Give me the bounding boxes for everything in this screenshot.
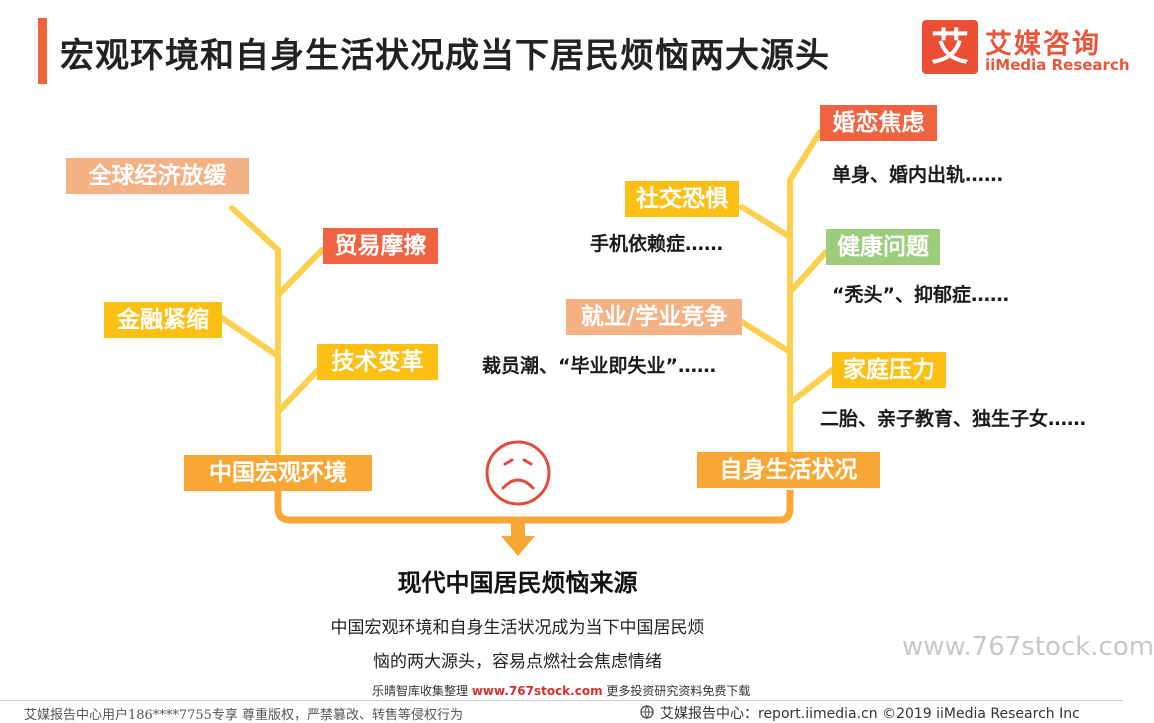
tag-marriage-anxiety: 婚恋焦虑 xyxy=(820,105,937,141)
watermark-note-prefix: 乐晴智库收集整理 xyxy=(372,684,469,698)
footer-divider xyxy=(0,700,1123,701)
title-accent-bar xyxy=(38,18,47,84)
tree-diagram-lines xyxy=(219,129,835,556)
logo-text-cn: 艾媒咨询 xyxy=(985,29,1101,60)
left-branch-tech-line xyxy=(275,367,321,415)
page-title: 宏观环境和自身生活状况成当下居民烦恼两大源头 xyxy=(60,36,830,76)
desc-marriage: 单身、婚内出轨…… xyxy=(832,164,1004,186)
right-branch-family-line xyxy=(787,367,835,406)
root-china-macro: 中国宏观环境 xyxy=(184,455,372,491)
tag-health: 健康问题 xyxy=(826,229,940,265)
right-branch-health-line xyxy=(787,249,829,295)
footer-source: 艾媒报告中心：report.iimedia.cn ©2019 iiMedia R… xyxy=(660,706,1080,722)
left-trunk-line xyxy=(229,205,281,455)
globe-icon xyxy=(640,705,654,719)
watermark-note: 乐晴智库收集整理 www.767stock.com 更多投资研究资料免费下载 xyxy=(372,682,750,699)
tag-tech-change: 技术变革 xyxy=(317,344,438,380)
watermark-note-site: www.767stock.com xyxy=(471,684,603,698)
right-branch-career-line xyxy=(739,319,793,355)
result-text-line1: 中国宏观环境和自身生活状况成为当下中国居民烦 xyxy=(330,618,705,638)
left-branch-trade-line xyxy=(275,247,325,298)
watermark-site: www.767stock.com xyxy=(902,632,1154,662)
left-branch-finance-line xyxy=(219,315,281,359)
tag-career-competition: 就业/学业竞争 xyxy=(566,299,742,335)
desc-career: 裁员潮、“毕业即失业”…… xyxy=(482,355,716,377)
arrow-shaft xyxy=(511,520,525,536)
tag-financial-tightening: 金融紧缩 xyxy=(104,302,222,338)
desc-family: 二胎、亲子教育、独生子女…… xyxy=(820,408,1087,430)
down-arrow-icon xyxy=(501,536,535,556)
merge-bracket xyxy=(274,490,794,524)
iimedia-logo-icon: 艾 xyxy=(922,20,978,74)
tag-global-economy: 全球经济放缓 xyxy=(66,158,249,194)
result-text-line2: 恼的两大源头，容易点燃社会焦虑情绪 xyxy=(373,652,662,672)
tag-family-pressure: 家庭压力 xyxy=(832,352,946,388)
right-trunk-line xyxy=(787,129,823,455)
logo-text-en: iiMedia Research xyxy=(985,56,1130,74)
result-title: 现代中国居民烦恼来源 xyxy=(397,569,638,597)
root-self-life: 自身生活状况 xyxy=(697,452,880,488)
tag-social-fear: 社交恐惧 xyxy=(625,181,739,217)
watermark-note-suffix: 更多投资研究资料免费下载 xyxy=(606,684,751,698)
desc-social: 手机依赖症…… xyxy=(590,233,724,255)
footer-copyright-note: 艾媒报告中心用户186****7755专享 尊重版权，严禁篡改、转售等侵权行为 xyxy=(24,708,464,723)
right-branch-social-line xyxy=(739,204,793,240)
sad-face-icon xyxy=(485,440,551,506)
tag-trade-friction: 贸易摩擦 xyxy=(323,228,438,264)
desc-health: “秃头”、抑郁症…… xyxy=(832,284,1009,306)
